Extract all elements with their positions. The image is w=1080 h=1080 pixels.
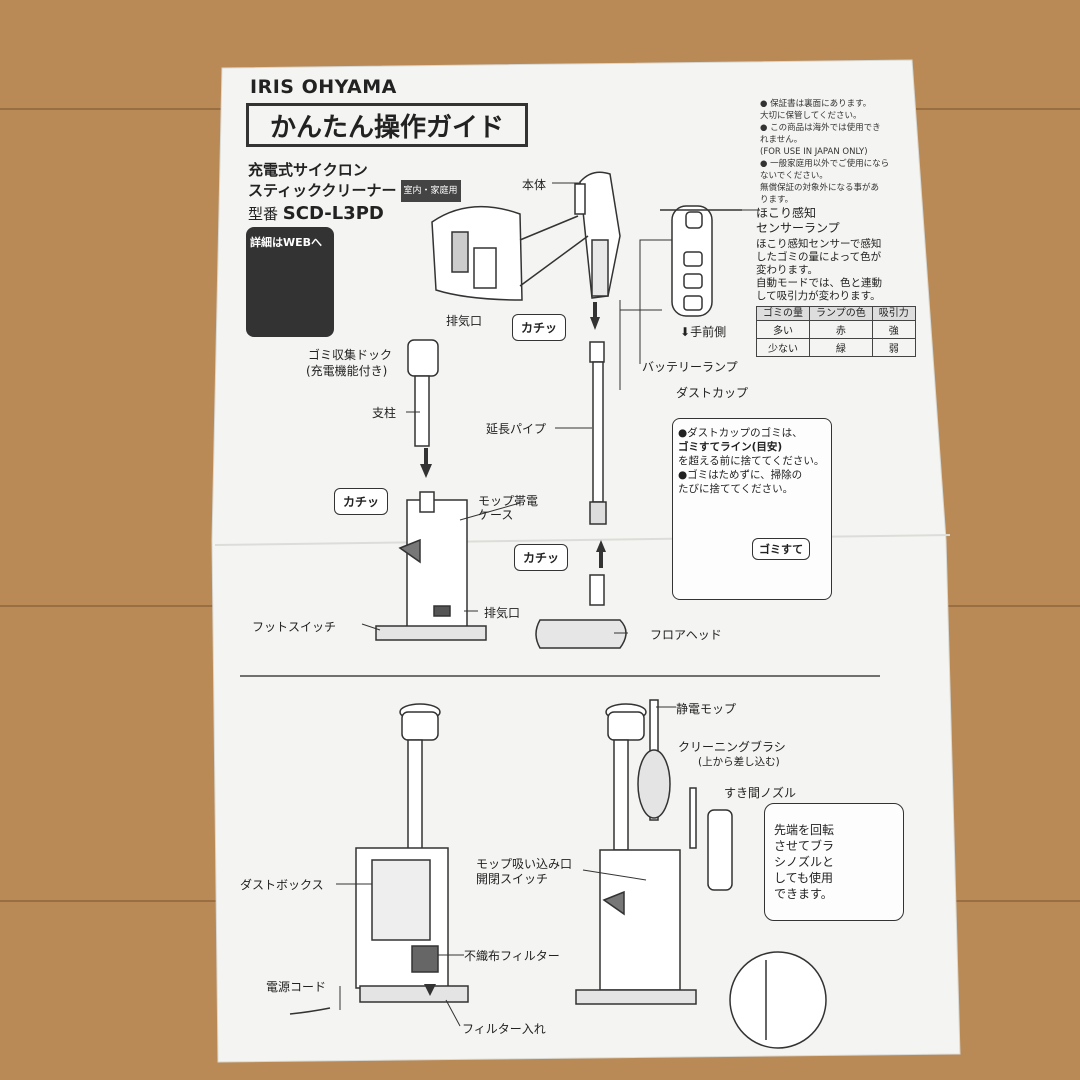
label-battery-lamp: バッテリーランプ: [642, 360, 738, 374]
label-exhaust-dock: 排気口: [484, 606, 521, 620]
product-name-line1: 充電式サイクロン: [248, 161, 368, 179]
dock-mop-illustration: [575, 699, 733, 1005]
table-header-row: ゴミの量ランプの色吸引力: [756, 306, 916, 321]
qr-label: 詳細はWEBへ: [250, 236, 323, 249]
dust-note-text: ●ダストカップのゴミは、ゴミすてライン(目安) を超える前に捨ててください。●ゴ…: [678, 427, 825, 495]
table-row: 多い赤強: [756, 320, 916, 339]
direction-arrows: [420, 302, 606, 996]
click-callout: カチッ: [514, 544, 569, 571]
label-sensor-lamp-1: ほこり感知: [756, 206, 817, 220]
label-dust-box: ダストボックス: [240, 878, 324, 892]
click-callout: カチッ: [512, 314, 567, 341]
label-floor-head: フロアヘッド: [650, 628, 722, 642]
label-foot-switch: フットスイッチ: [252, 620, 337, 634]
table-row: 少ない緑弱: [756, 338, 916, 357]
label-mop-switch-1: モップ吸い込み口: [476, 857, 573, 871]
label-power-cord: 電源コード: [266, 980, 327, 994]
label-extension-pipe: 延長パイプ: [486, 422, 547, 436]
label-cleaning-brush-sub: (上から差し込む): [698, 756, 780, 768]
label-exhaust-top: 排気口: [446, 314, 483, 328]
model-number: SCD-L3PD: [282, 203, 384, 224]
label-toward-front: ⬇手前側: [680, 325, 727, 339]
exhaust-zoom-illustration: [431, 205, 589, 301]
label-static-mop: 静電モップ: [676, 702, 737, 716]
nozzle-tip-box: [764, 803, 904, 921]
label-dock: ゴミ収集ドック: [308, 348, 393, 362]
click-callout: カチッ: [334, 488, 389, 515]
control-panel-illustration: [660, 205, 742, 317]
brand-logo: IRIS OHYAMA: [250, 76, 397, 98]
label-dock-sub: (充電機能付き): [306, 364, 388, 378]
extension-pipe-illustration: [589, 341, 607, 525]
sensor-description: ほこり感知センサーで感知したゴミの量によって色が 変わります。自動モードでは、色…: [756, 238, 882, 302]
label-body: 本体: [522, 178, 547, 192]
guide-title: かんたん操作ガイド: [246, 103, 528, 147]
model-line: 型番 SCD-L3PD: [248, 203, 384, 224]
label-pillar: 支柱: [372, 406, 397, 420]
nozzle-tip-text: 先端を回転させてブラシノズルと しても使用できます。: [774, 823, 835, 901]
label-mop-case-1: モップ帯電: [478, 494, 539, 508]
label-mop-switch-2: 開閉スイッチ: [476, 872, 549, 886]
sensor-table: ゴミの量ランプの色吸引力 多い赤強 少ない緑弱: [756, 306, 916, 357]
leader-lines: [336, 182, 760, 1027]
label-mop-case-2: ケース: [478, 508, 514, 522]
qr-panel: [246, 227, 334, 337]
dust-line-label: ゴミすて: [752, 538, 811, 560]
floor-head-illustration: [535, 574, 627, 649]
notes-block: ● 保証書は裏面にあります。大切に保管してください。● この商品は海外では使用で…: [760, 99, 890, 205]
label-nonwoven-filter: 不織布フィルター: [464, 949, 560, 963]
label-sensor-lamp-2: センサーランプ: [756, 221, 840, 235]
vacuum-body-illustration: [574, 171, 621, 299]
label-cleaning-brush: クリーニングブラシ: [678, 740, 786, 754]
label-filter-slot: フィルター入れ: [462, 1022, 546, 1036]
label-crevice-nozzle: すき間ノズル: [724, 786, 797, 800]
product-name-line2: スティッククリーナー室内・家庭用: [248, 180, 461, 202]
dock-dustbox-illustration: [289, 703, 469, 1015]
label-dust-cup: ダストカップ: [676, 386, 749, 400]
zoom-circle: [729, 951, 827, 1049]
dock-illustration: [375, 339, 487, 641]
dust-cup-note: [672, 418, 832, 600]
usage-tag: 室内・家庭用: [400, 180, 461, 202]
